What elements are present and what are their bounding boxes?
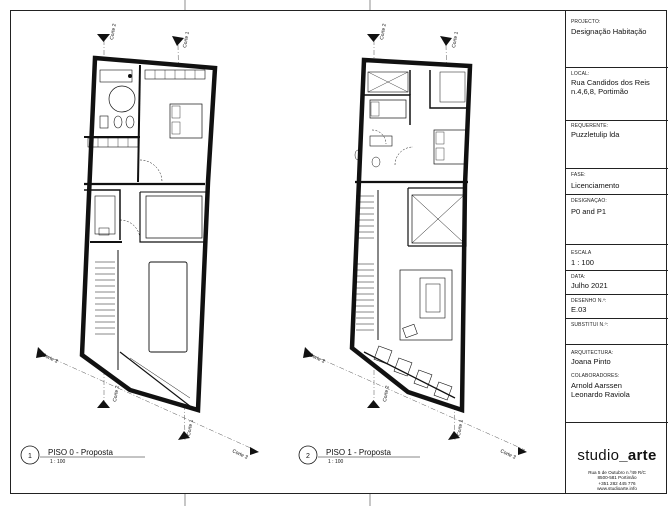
fase-label: FASE: (571, 172, 586, 178)
plan-name-1: PISO 0 - Proposta (48, 448, 113, 457)
address-line-4: www.studioarte.info (597, 486, 637, 492)
designacao-value: P0 and P1 (571, 207, 607, 216)
data-label: DATA: (571, 274, 586, 280)
escala-value: 1 : 100 (571, 258, 594, 267)
data-value: Julho 2021 (571, 281, 608, 290)
address-line-2: 8500-581 Portimão (597, 475, 637, 481)
divider (566, 270, 668, 271)
colaboradores-label: COLABORADORES: (571, 373, 620, 379)
corte3-left-label: Corte 3 (41, 352, 59, 364)
plan-piso-0 (44, 40, 256, 451)
plan-title-2: 2 PISO 1 - Proposta 1 : 100 (298, 445, 420, 465)
arquitectura-value: Joana Pinto (571, 357, 611, 366)
corte2-bottom-label: Corte 2 (112, 385, 121, 402)
sheet-frame (10, 10, 667, 494)
corte1-top-label: Corte 1 (182, 31, 191, 48)
address-line-3: +351 282 445 776 (598, 480, 636, 486)
divider (566, 120, 668, 121)
requerente-label: REQUERENTE: (571, 123, 609, 129)
divider (566, 318, 668, 319)
desenho-value: E.03 (571, 305, 587, 314)
divider (566, 344, 668, 345)
corte1-top-label-p1: Corte 1 (451, 31, 460, 48)
divider (566, 244, 668, 245)
fase-value: Licenciamento (571, 181, 620, 190)
section-markers-plan-2 (303, 34, 527, 455)
title-block: PROJECTO: Designação Habitação LOCAL: Ru… (565, 10, 668, 494)
plan-number-2: 2 (306, 453, 310, 460)
divider (566, 294, 668, 295)
plan-scale-1: 1 : 100 (50, 459, 66, 465)
divider (566, 194, 668, 195)
arquitectura-label: ARQUITECTURA: (571, 350, 614, 356)
studio-address: Rua 5 de Outubro n.º49 R/C 8500-581 Port… (566, 470, 668, 492)
designacao-label: DESIGNAÇAO: (571, 198, 607, 204)
plan-name-2: PISO 1 - Proposta (326, 448, 391, 457)
corte1-bottom-label-p1: Corte 1 (456, 419, 465, 436)
studio-logo: studio_arte (577, 447, 657, 464)
substitui-label: SUBSTITUI N.º: (571, 322, 609, 328)
local-line-2: n.4,6,8, Portimão (571, 87, 629, 96)
projecto-label: PROJECTO: (571, 19, 601, 25)
plan-number-1: 1 (28, 453, 32, 460)
plan-title-1: 1 PISO 0 - Proposta 1 : 100 (20, 445, 145, 465)
corte3-left-label-p1: Corte 3 (308, 352, 326, 364)
section-markers-plan-1 (36, 34, 259, 455)
plan-piso-1 (311, 40, 526, 451)
corte3-right-label: Corte 3 (231, 448, 249, 460)
requerente-value: Puzzletulip lda (571, 130, 620, 139)
divider (566, 168, 668, 169)
corte1-bottom-label: Corte 1 (186, 419, 195, 436)
divider (566, 67, 668, 68)
corte2-bottom-label-p1: Corte 2 (382, 385, 391, 402)
local-label: LOCAL: (571, 71, 590, 77)
plan-scale-2: 1 : 100 (328, 459, 344, 465)
divider (566, 422, 668, 423)
corte2-top-label: Corte 2 (109, 23, 118, 40)
corte2-top-label-p1: Corte 2 (379, 23, 388, 40)
local-line-1: Rua Candidos dos Reis (571, 78, 650, 87)
corte3-right-label-p1: Corte 3 (499, 448, 517, 460)
colaborador-2: Leonardo Raviola (571, 390, 630, 399)
escala-label: ESCALA (571, 250, 592, 256)
projecto-value: Designação Habitação (571, 27, 647, 36)
address-line-1: Rua 5 de Outubro n.º49 R/C (588, 470, 646, 475)
desenho-label: DESENHO N.º: (571, 298, 607, 304)
colaborador-1: Arnold Aarssen (571, 381, 622, 390)
